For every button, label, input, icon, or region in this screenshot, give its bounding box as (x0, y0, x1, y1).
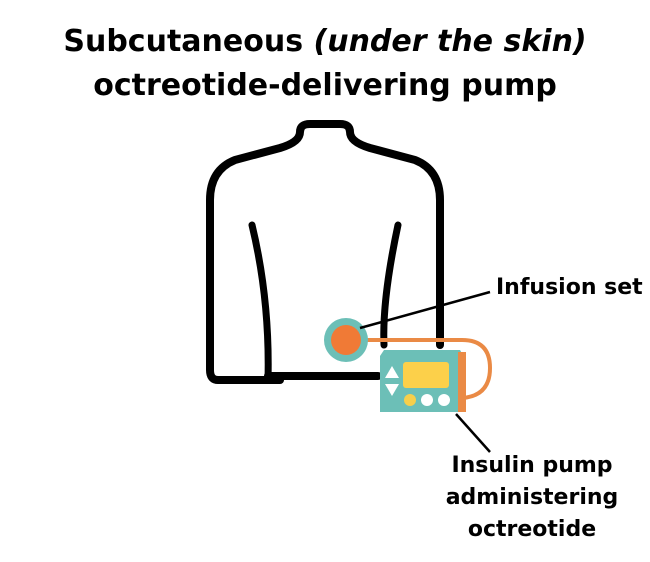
pump-label-line-1: Insulin pump (451, 453, 613, 478)
title-italic: (under the skin) (313, 24, 587, 59)
title-line-2: octreotide-delivering pump (93, 68, 557, 103)
insulin-pump-icon (380, 350, 466, 412)
title-prefix: Subcutaneous (63, 24, 314, 59)
infusion-set-icon (324, 318, 368, 362)
pump-tube (350, 338, 493, 400)
title-line-1: Subcutaneous (under the skin) (0, 22, 650, 62)
infusion-pointer (359, 290, 491, 330)
pump-label-line-2: administering (445, 485, 619, 510)
insulin-pump-label: Insulin pump administering octreotide (436, 450, 628, 546)
pump-pointer (455, 413, 491, 453)
infusion-set-label: Infusion set (496, 275, 643, 300)
torso-outline-icon (206, 120, 444, 384)
pump-label-line-3: octreotide (467, 517, 597, 542)
